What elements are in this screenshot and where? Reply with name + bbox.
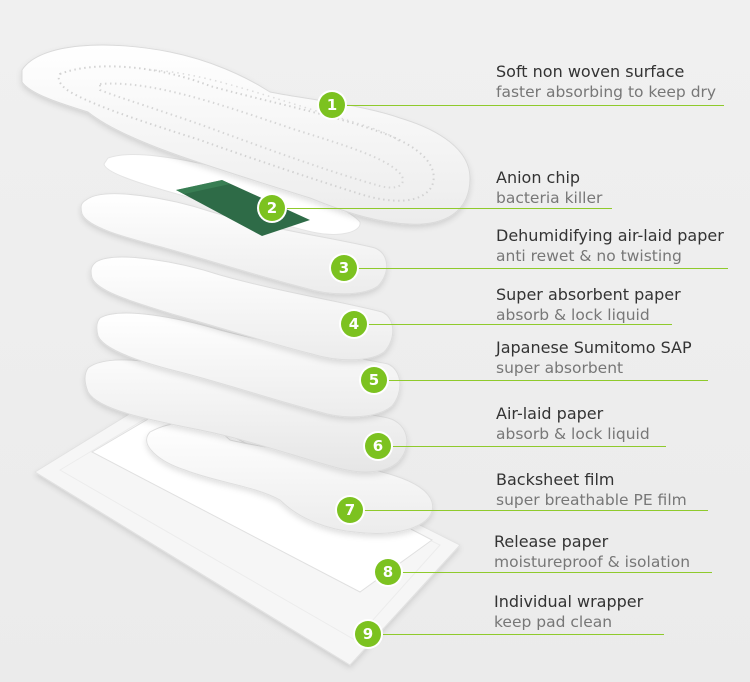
super-absorbent-paper-layer (90, 256, 394, 361)
label-5-title: Japanese Sumitomo SAP (496, 338, 692, 357)
label-5: Japanese Sumitomo SAP super absorbent (496, 338, 692, 378)
label-9: Individual wrapper keep pad clean (494, 592, 643, 632)
label-6: Air-laid paper absorb & lock liquid (496, 404, 650, 444)
top-sheet-layer (21, 44, 471, 225)
leader-line-9 (368, 634, 664, 635)
label-2-title: Anion chip (496, 168, 581, 187)
marker-9: 9 (355, 621, 381, 647)
leader-line-1 (332, 105, 724, 106)
label-3-title: Dehumidifying air-laid paper (496, 226, 724, 245)
label-9-subtitle: keep pad clean (494, 613, 613, 631)
marker-8: 8 (375, 559, 401, 585)
label-4-subtitle: absorb & lock liquid (496, 306, 650, 324)
marker-7: 7 (337, 497, 363, 523)
label-7-subtitle: super breathable PE film (496, 491, 687, 509)
label-7-title: Backsheet film (496, 470, 615, 489)
label-6-title: Air-laid paper (496, 404, 604, 423)
sap-layer (96, 312, 401, 418)
marker-6: 6 (365, 433, 391, 459)
label-2-subtitle: bacteria killer (496, 189, 603, 207)
marker-5: 5 (361, 367, 387, 393)
leader-line-8 (388, 572, 712, 573)
leader-line-3 (344, 268, 728, 269)
label-4: Super absorbent paper absorb & lock liqu… (496, 285, 681, 325)
label-8-title: Release paper (494, 532, 609, 551)
label-3-subtitle: anti rewet & no twisting (496, 247, 682, 265)
leader-line-5 (374, 380, 708, 381)
label-4-title: Super absorbent paper (496, 285, 681, 304)
label-1-title: Soft non woven surface (496, 62, 685, 81)
label-1-subtitle: faster absorbing to keep dry (496, 83, 717, 101)
leader-line-4 (354, 324, 672, 325)
leader-line-7 (350, 510, 708, 511)
marker-4: 4 (341, 311, 367, 337)
marker-1: 1 (319, 92, 345, 118)
label-5-subtitle: super absorbent (496, 359, 624, 377)
dehumidifying-paper-layer (80, 193, 388, 295)
leader-line-6 (378, 446, 666, 447)
anion-chip-icon (176, 180, 310, 236)
label-8-subtitle: moistureproof & isolation (494, 553, 691, 571)
label-6-subtitle: absorb & lock liquid (496, 425, 650, 443)
label-8: Release paper moistureproof & isolation (494, 532, 690, 572)
label-9-title: Individual wrapper (494, 592, 644, 611)
marker-3: 3 (331, 255, 357, 281)
label-3: Dehumidifying air-laid paper anti rewet … (496, 226, 724, 266)
label-2: Anion chip bacteria killer (496, 168, 602, 208)
label-7: Backsheet film super breathable PE film (496, 470, 687, 510)
leader-line-2 (272, 208, 612, 209)
label-1: Soft non woven surface faster absorbing … (496, 62, 716, 102)
marker-2: 2 (259, 195, 285, 221)
